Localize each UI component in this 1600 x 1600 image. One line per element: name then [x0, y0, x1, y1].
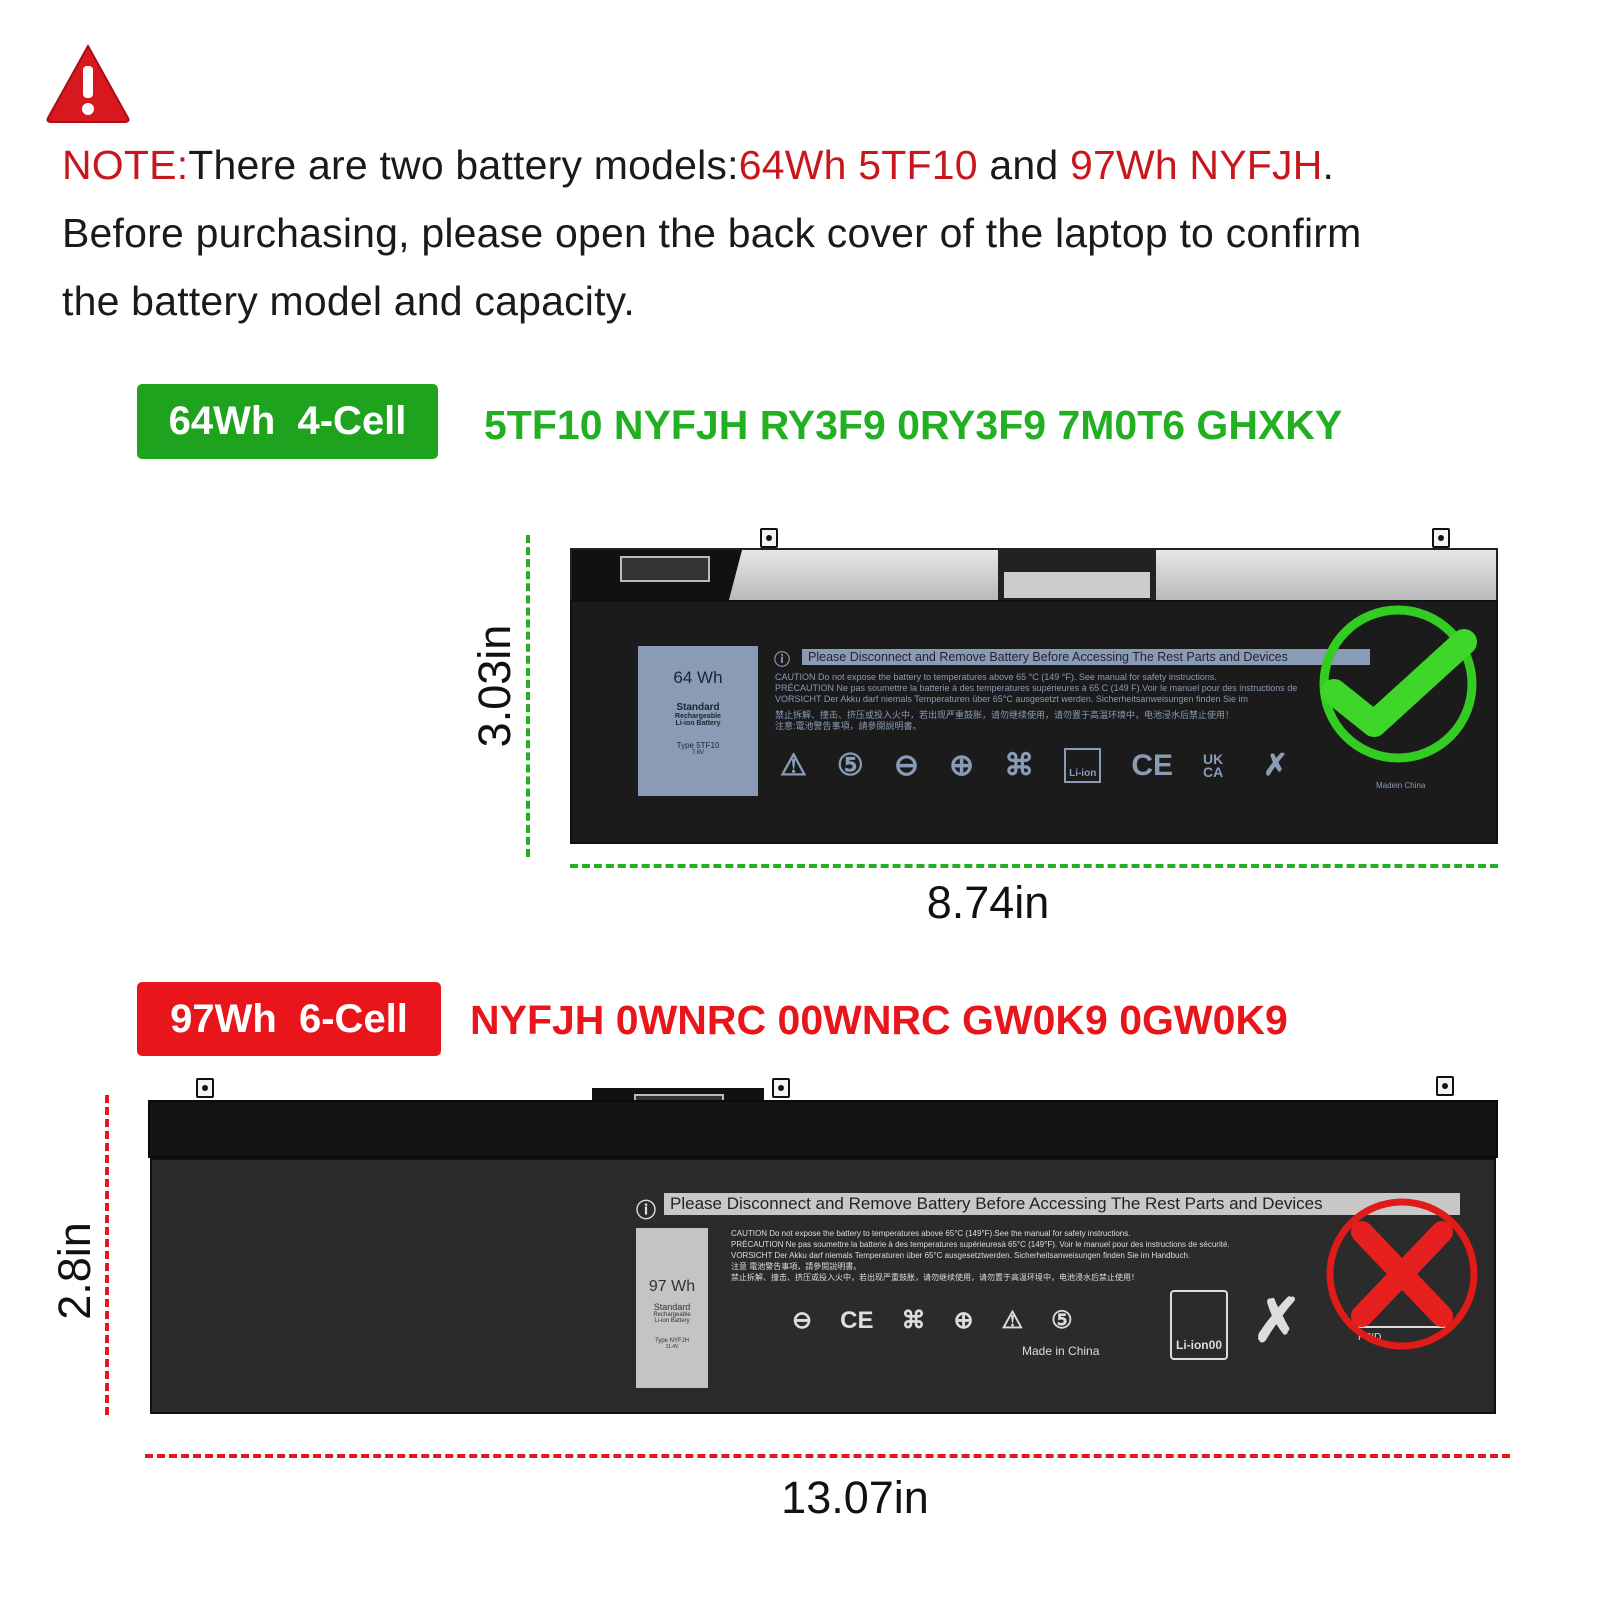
made-in-text: Madein China [1376, 781, 1426, 790]
note-and: and [977, 142, 1070, 188]
badge-97wh: 97Wh 6-Cell [137, 982, 441, 1056]
width-dimension-line [570, 864, 1498, 868]
width-dimension-line [145, 1454, 1510, 1458]
hazard-icon: ⚠ [1001, 1307, 1024, 1334]
battery-64wh-image: 64 Wh Standard Rechargeable Li-ion Batte… [570, 528, 1498, 844]
certification-icons: ⊖ CE ⌘ ⊕ ⚠ ⑤ [792, 1306, 1073, 1335]
note-line-1: NOTE:There are two battery models:64Wh 5… [62, 142, 1334, 189]
china-cert-icon: ⌘ [901, 1307, 926, 1334]
note-line-3: the battery model and capacity. [62, 278, 635, 324]
certification-icons: ⚠ ⑤ ⊖ ⊕ ⌘ Li-ion CE UK CA ✗ [780, 748, 1288, 783]
china-cert-icon: ⌘ [1004, 749, 1035, 782]
check-icon [1319, 605, 1477, 763]
warning-text: Please Disconnect and Remove Battery Bef… [664, 1193, 1460, 1215]
compass-icon: ⊕ [953, 1307, 974, 1334]
weee-bin-icon: ✗ [1252, 1287, 1303, 1354]
caution-text: CAUTION Do not expose the battery to tem… [775, 672, 1298, 731]
height-dimension-line [105, 1095, 109, 1415]
ce-icon: CE [840, 1306, 874, 1334]
note-line-2: Before purchasing, please open the back … [62, 210, 1362, 256]
liion-icon: Li-ion00 [1170, 1290, 1228, 1360]
liion-icon: Li-ion [1064, 748, 1102, 783]
warning-text: Please Disconnect and Remove Battery Bef… [802, 649, 1370, 665]
ce-icon: CE [1131, 748, 1173, 782]
caution-text: CAUTION Do not expose the battery to tem… [731, 1229, 1230, 1282]
capacity-label: 97 Wh Standard Rechargeable Li-ion Batte… [636, 1228, 708, 1388]
no-disassemble-icon: ⊖ [792, 1307, 813, 1334]
exclamation-icon: ⓘ [774, 652, 791, 669]
hazard-icon: ⚠ [780, 749, 807, 782]
warning-icon [46, 43, 130, 123]
compass-icon: ⊕ [948, 749, 975, 782]
note-period: . [1322, 142, 1335, 188]
recycle-5-icon: ⑤ [1051, 1307, 1073, 1334]
width-97wh: 13.07in [781, 1472, 929, 1523]
height-64wh: 3.03in [469, 624, 520, 748]
ukca-icon: UK CA [1203, 750, 1224, 780]
note-prefix: NOTE: [62, 142, 189, 188]
model-97wh: 97Wh NYFJH [1069, 142, 1323, 188]
no-disassemble-icon: ⊖ [893, 749, 919, 782]
height-97wh: 2.8in [49, 1222, 100, 1320]
codes-97wh: NYFJH 0WNRC 00WNRC GW0K9 0GW0K9 [470, 997, 1288, 1043]
note-text: There are two battery models: [188, 142, 739, 188]
width-64wh: 8.74in [926, 877, 1050, 928]
capacity-label: 64 Wh Standard Rechargeable Li-ion Batte… [638, 646, 758, 796]
model-64wh: 64Wh 5TF10 [738, 142, 978, 188]
height-dimension-line [526, 535, 530, 857]
made-in-text: Made in China [1022, 1344, 1100, 1358]
cross-icon [1326, 1198, 1478, 1350]
badge-64wh: 64Wh 4-Cell [137, 384, 438, 459]
codes-64wh: 5TF10 NYFJH RY3F9 0RY3F9 7M0T6 GHXKY [484, 402, 1343, 448]
recycle-5-icon: ⑤ [836, 749, 864, 782]
weee-bin-icon: ✗ [1263, 749, 1289, 782]
connector [620, 556, 710, 582]
exclamation-icon: ⓘ [636, 1200, 656, 1222]
battery-97wh-image: ⓘ Please Disconnect and Remove Battery B… [148, 1076, 1498, 1418]
